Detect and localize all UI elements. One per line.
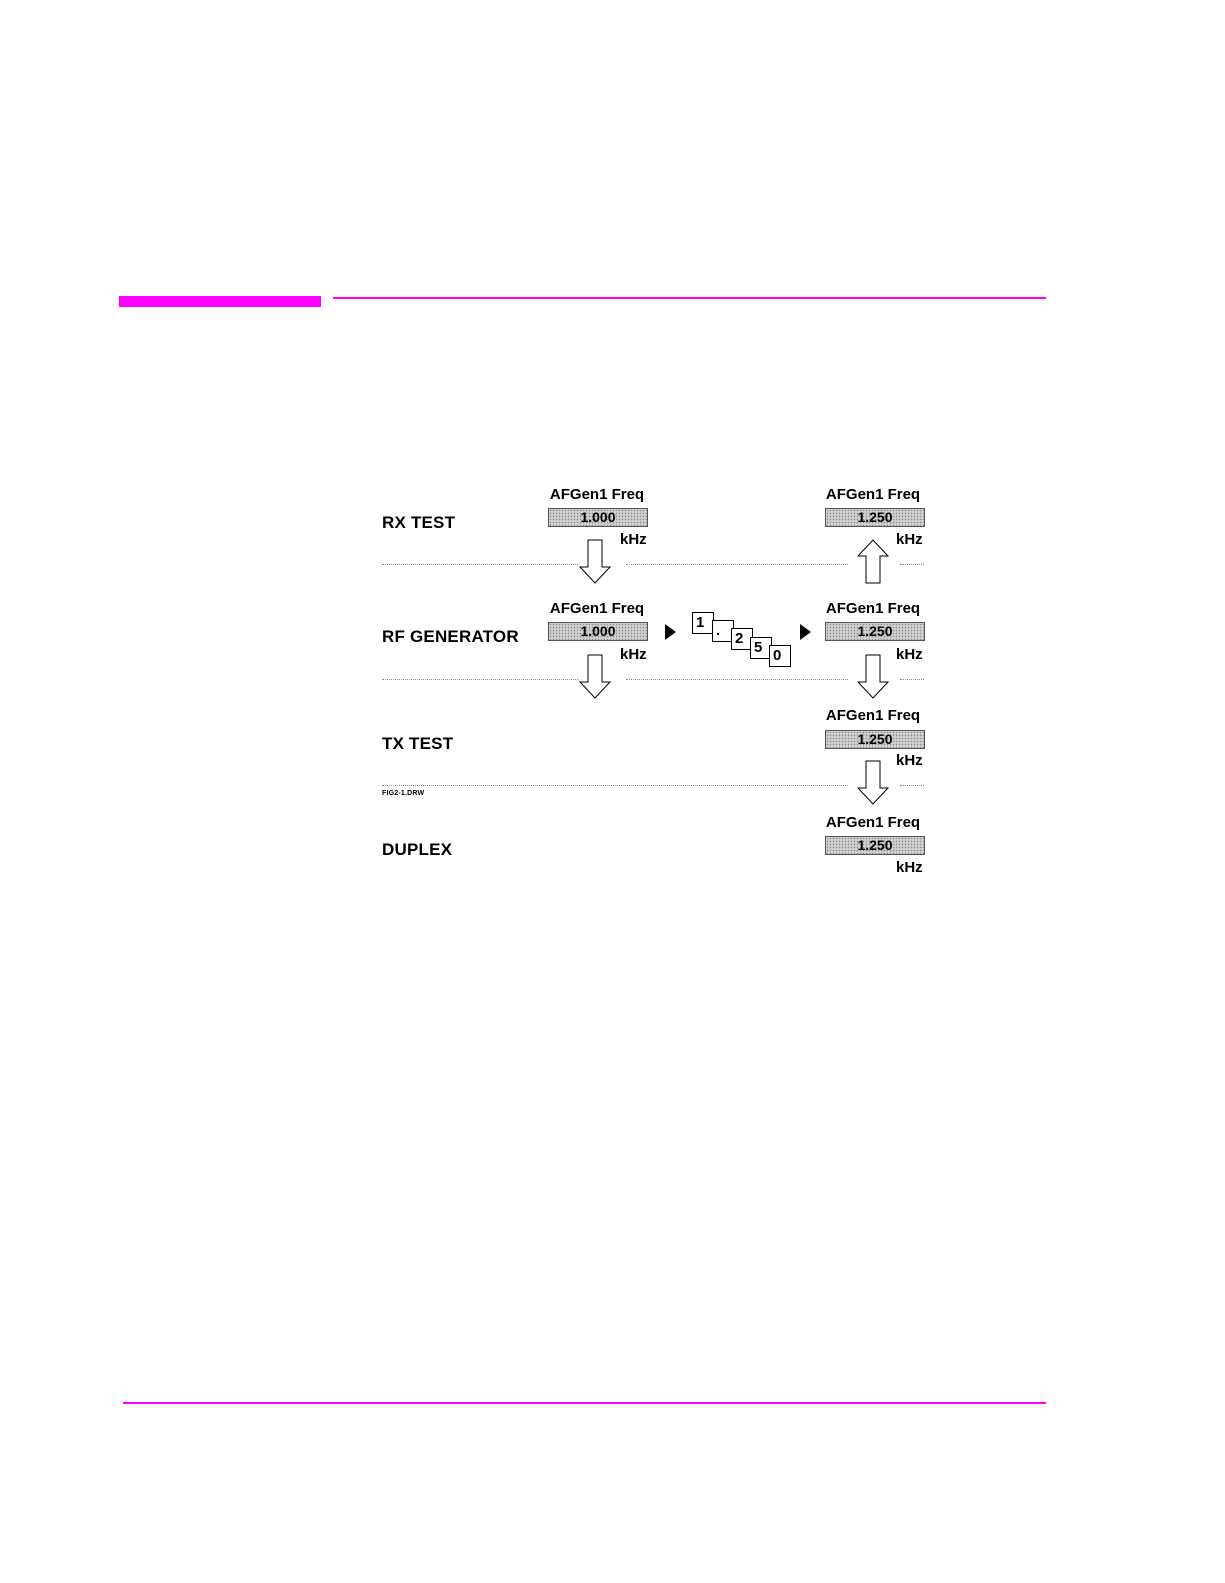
rf-after-field-title: AFGen1 Freq xyxy=(818,600,928,617)
figure-id: FIG2-1.DRW xyxy=(382,790,424,797)
rf-before-field-title: AFGen1 Freq xyxy=(542,600,652,617)
divider-line xyxy=(900,785,924,786)
tx-after-field-value[interactable]: 1.250 xyxy=(825,730,925,749)
duplex-after-field-title: AFGen1 Freq xyxy=(818,814,928,831)
rf-before-unit: kHz xyxy=(620,646,647,663)
down-arrow-icon xyxy=(583,655,611,699)
header-rule-thick xyxy=(119,296,321,307)
duplex-after-field-value[interactable]: 1.250 xyxy=(825,836,925,855)
duplex-after-unit: kHz xyxy=(896,859,923,876)
rx-after-field-title: AFGen1 Freq xyxy=(818,486,928,503)
footer-rule xyxy=(123,1402,1046,1404)
rx-after-field-value[interactable]: 1.250 xyxy=(825,508,925,527)
rx-after-unit: kHz xyxy=(896,531,923,548)
divider-line xyxy=(626,679,848,680)
pointer-triangle-icon xyxy=(665,624,677,640)
rf-after-unit: kHz xyxy=(896,646,923,663)
row-label-rx-test: RX TEST xyxy=(382,513,455,533)
row-label-rf-generator: RF GENERATOR xyxy=(382,627,519,647)
rf-after-field-value[interactable]: 1.250 xyxy=(825,622,925,641)
keypad-key-1[interactable]: 1 xyxy=(692,612,714,634)
divider-line xyxy=(382,679,578,680)
tx-after-unit: kHz xyxy=(896,752,923,769)
rx-before-field-value[interactable]: 1.000 xyxy=(548,508,648,527)
row-label-duplex: DUPLEX xyxy=(382,840,452,860)
divider-line xyxy=(626,564,848,565)
pointer-triangle-icon xyxy=(800,624,812,640)
rx-before-unit: kHz xyxy=(620,531,647,548)
row-label-tx-test: TX TEST xyxy=(382,734,453,754)
rf-before-field-value[interactable]: 1.000 xyxy=(548,622,648,641)
down-arrow-icon xyxy=(861,655,889,699)
tx-after-field-title: AFGen1 Freq xyxy=(818,707,928,724)
down-arrow-icon xyxy=(861,761,889,805)
up-arrow-icon xyxy=(861,540,889,584)
divider-line xyxy=(382,785,848,786)
rx-before-field-title: AFGen1 Freq xyxy=(542,486,652,503)
keypad-key-0[interactable]: 0 xyxy=(769,645,791,667)
down-arrow-icon xyxy=(583,540,611,584)
header-rule-thin xyxy=(333,297,1046,299)
divider-line xyxy=(900,564,924,565)
divider-line xyxy=(900,679,924,680)
divider-line xyxy=(382,564,578,565)
